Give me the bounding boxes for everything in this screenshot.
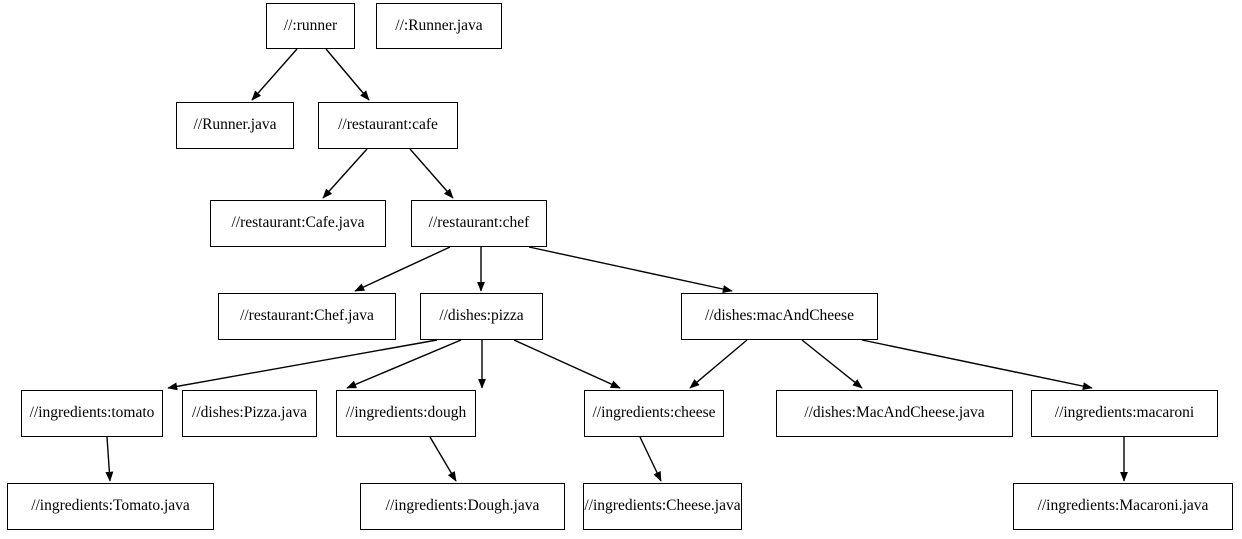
graph-node-label: //:Runner.java	[395, 16, 483, 34]
graph-node-ing_dough_java[interactable]: //ingredients:Dough.java	[360, 483, 565, 530]
graph-node-ing_macaroni[interactable]: //ingredients:macaroni	[1031, 390, 1218, 437]
graph-node-label: //dishes:MacAndCheese.java	[804, 404, 985, 422]
graph-node-label: //restaurant:cafe	[338, 116, 438, 134]
graph-node-dishes_mac[interactable]: //dishes:macAndCheese	[681, 293, 878, 340]
graph-node-label: //restaurant:Chef.java	[240, 307, 374, 325]
graph-node-ing_tomato[interactable]: //ingredients:tomato	[21, 390, 163, 437]
graph-node-label: //:runner	[283, 16, 338, 34]
graph-node-label: //ingredients:dough	[345, 404, 467, 422]
graph-node-label: //restaurant:Cafe.java	[231, 214, 365, 232]
graph-node-dishes_pizza_java[interactable]: //dishes:Pizza.java	[182, 390, 317, 437]
graph-node-restaurant_chef[interactable]: //restaurant:chef	[411, 200, 547, 247]
graph-node-restaurant_chef_java[interactable]: //restaurant:Chef.java	[218, 293, 396, 340]
graph-node-label: //dishes:Pizza.java	[192, 404, 307, 422]
graph-node-label: //ingredients:Tomato.java	[31, 497, 190, 515]
graph-node-ing_tomato_java[interactable]: //ingredients:Tomato.java	[7, 483, 214, 530]
graph-node-restaurant_cafe_java[interactable]: //restaurant:Cafe.java	[210, 200, 386, 247]
graph-node-label: //ingredients:cheese	[592, 404, 716, 422]
graph-node-ing_cheese_java[interactable]: //ingredients:Cheese.java	[583, 483, 742, 530]
graph-node-label: //ingredients:tomato	[29, 404, 155, 422]
graph-node-restaurant_cafe[interactable]: //restaurant:cafe	[318, 102, 458, 149]
graph-node-label: //Runner.java	[193, 116, 277, 134]
graph-node-label: //ingredients:Cheese.java	[584, 497, 741, 515]
graph-node-ing_macaroni_java[interactable]: //ingredients:Macaroni.java	[1013, 483, 1233, 530]
graph-node-root_runner_java[interactable]: //:Runner.java	[376, 3, 502, 49]
graph-node-runner[interactable]: //:runner	[266, 3, 355, 49]
graph-node-runner_java[interactable]: //Runner.java	[176, 102, 294, 149]
graph-node-label: //restaurant:chef	[428, 214, 530, 232]
graph-node-ing_cheese[interactable]: //ingredients:cheese	[584, 390, 724, 437]
graph-node-label: //dishes:pizza	[439, 307, 524, 325]
graph-node-ing_dough[interactable]: //ingredients:dough	[336, 390, 476, 437]
graph-node-label: //ingredients:Dough.java	[385, 497, 540, 515]
graph-node-dishes_mac_java[interactable]: //dishes:MacAndCheese.java	[776, 390, 1013, 437]
graph-node-dishes_pizza[interactable]: //dishes:pizza	[420, 293, 543, 340]
graph-node-label: //dishes:macAndCheese	[705, 307, 854, 325]
graph-node-label: //ingredients:Macaroni.java	[1037, 497, 1209, 515]
graph-node-label: //ingredients:macaroni	[1054, 404, 1195, 422]
